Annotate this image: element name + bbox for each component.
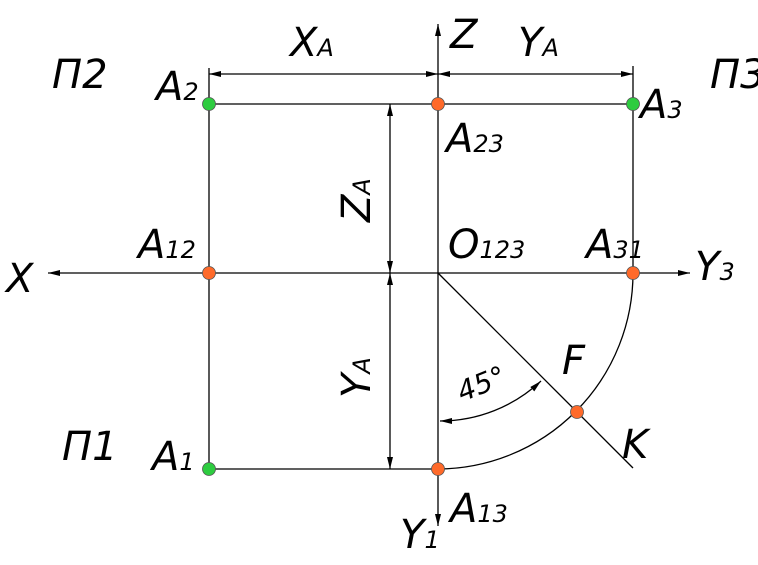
label-a13: A13 bbox=[447, 486, 508, 532]
label-pi1: П1 bbox=[62, 424, 118, 470]
label-k: K bbox=[622, 422, 651, 468]
label-angle-group: 45° bbox=[452, 359, 510, 408]
label-ya-left-group: YA bbox=[334, 357, 380, 398]
point-a23 bbox=[431, 97, 445, 111]
label-za-group: ZA bbox=[334, 178, 380, 223]
label-za: ZA bbox=[334, 178, 380, 223]
label-f: F bbox=[562, 338, 586, 384]
label-pi3: П3 bbox=[710, 52, 758, 98]
point-f bbox=[570, 405, 584, 419]
label-z-axis: Z bbox=[449, 12, 479, 58]
angle-arc bbox=[439, 380, 542, 424]
label-x-axis: X bbox=[4, 256, 35, 302]
label-xa: XA bbox=[288, 20, 334, 66]
point-a2 bbox=[202, 97, 216, 111]
label-a31: A31 bbox=[583, 222, 644, 268]
label-a1: A1 bbox=[149, 434, 195, 480]
label-angle: 45° bbox=[452, 359, 510, 408]
label-ya-left: YA bbox=[334, 357, 380, 398]
label-a3: A3 bbox=[637, 82, 683, 128]
point-a13 bbox=[431, 462, 445, 476]
label-o123: O123 bbox=[448, 222, 525, 268]
label-y3-axis: Y3 bbox=[695, 244, 735, 290]
label-a12: A12 bbox=[135, 222, 196, 268]
point-a3 bbox=[626, 97, 640, 111]
label-a23: A23 bbox=[443, 116, 504, 162]
point-a1 bbox=[202, 462, 216, 476]
label-a2: A2 bbox=[153, 64, 199, 110]
label-y1-axis: Y1 bbox=[400, 512, 440, 558]
point-a31 bbox=[626, 266, 640, 280]
point-a12 bbox=[202, 266, 216, 280]
label-ya-top: YA bbox=[518, 20, 559, 66]
label-pi2: П2 bbox=[52, 52, 108, 98]
diagonal-45-line bbox=[437, 272, 634, 469]
